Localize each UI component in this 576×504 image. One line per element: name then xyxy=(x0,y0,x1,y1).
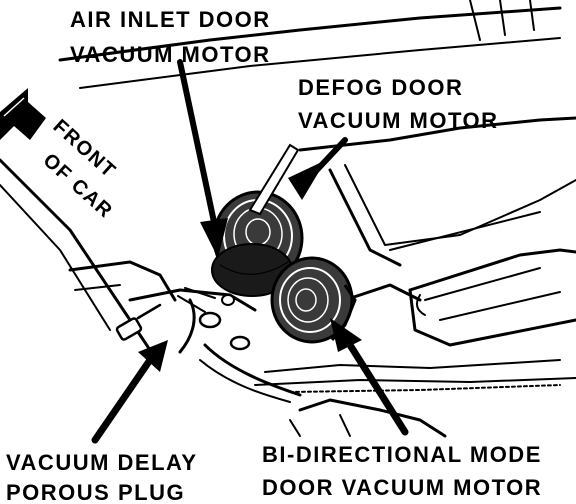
bidir-label-line2: DOOR VACUUM MOTOR xyxy=(262,475,542,500)
air-inlet-arrowhead-icon xyxy=(200,218,228,258)
delay-label-line2: POROUS PLUG xyxy=(6,480,185,504)
hvac-housing-drawing xyxy=(0,0,576,438)
bidir-leader-line xyxy=(346,341,409,436)
bidir-arrowhead-icon xyxy=(330,318,362,352)
air-inlet-leader-line xyxy=(177,59,217,225)
air-inlet-label-line2: VACUUM MOTOR xyxy=(70,42,271,67)
defog-label-line1: DEFOG DOOR xyxy=(298,75,463,100)
leader-arrows xyxy=(91,59,409,444)
delay-leader-line xyxy=(91,356,154,444)
defog-label-line2: VACUUM MOTOR xyxy=(298,108,499,133)
front-of-car-arrow-icon xyxy=(0,88,46,140)
delay-arrowhead-icon xyxy=(138,340,168,372)
air-inlet-label-line1: AIR INLET DOOR xyxy=(70,7,271,32)
bidir-label-line1: BI-DIRECTIONAL MODE xyxy=(262,442,542,467)
defog-arrowhead-icon xyxy=(288,160,326,200)
delay-label-line1: VACUUM DELAY xyxy=(6,450,198,475)
